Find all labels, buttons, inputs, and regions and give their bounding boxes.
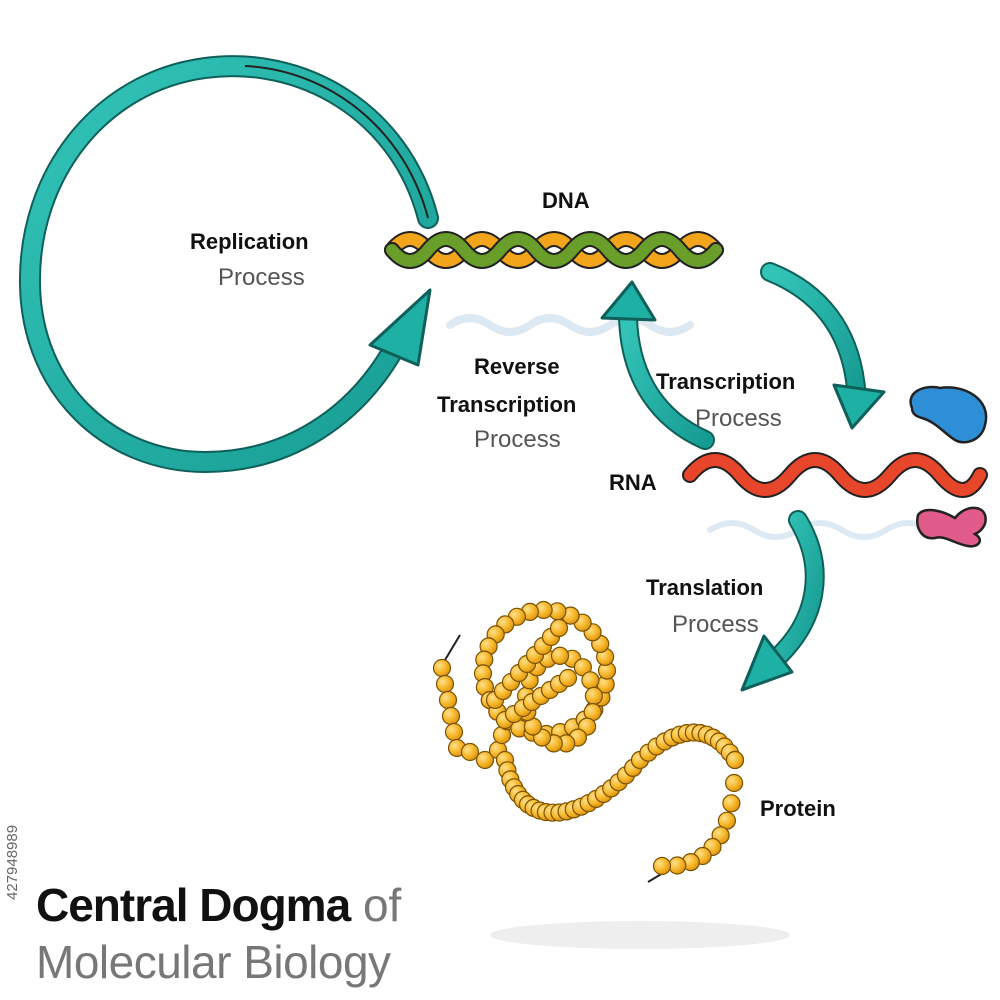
protein-bead [581, 671, 600, 690]
protein-chain-icon [432, 600, 745, 883]
protein-bead [432, 658, 452, 678]
translation-process-label: Process [672, 611, 759, 638]
ground-shadow [490, 921, 790, 949]
reverse-transcription-label-line1: Reverse [474, 354, 560, 379]
protein-bead [435, 674, 455, 694]
ribosome-small-subunit-icon [916, 506, 987, 548]
diagram-subtitle: Molecular Biology [36, 936, 391, 988]
translation-label: Translation [646, 575, 764, 600]
protein-bead [549, 618, 569, 638]
transcription-arrow [760, 262, 886, 430]
protein-bead [444, 722, 464, 742]
protein-bead [550, 646, 570, 665]
translation-arrow [740, 510, 825, 692]
protein-bead [438, 690, 458, 710]
protein-bead [722, 794, 741, 813]
protein-bead [558, 668, 578, 688]
rna-label: RNA [609, 470, 657, 495]
dna-helix-icon [384, 231, 724, 269]
replication-process-label: Process [218, 264, 305, 291]
protein-label: Protein [760, 796, 836, 821]
protein-bead [724, 773, 744, 793]
ribosome-large-subunit-icon [909, 385, 988, 444]
protein-bead [725, 750, 745, 770]
rna-strand-icon [682, 452, 988, 498]
protein-bead [475, 750, 495, 770]
reverse-transcription-arrow [600, 280, 715, 450]
title-bold: Central Dogma [36, 879, 351, 931]
reverse-transcription-process-label: Process [474, 426, 561, 453]
stock-id: 427948989 [4, 825, 21, 900]
dna-reflection [446, 314, 694, 336]
transcription-label: Transcription [656, 369, 796, 394]
dna-label: DNA [542, 188, 590, 213]
reverse-transcription-label-line2: Transcription [437, 392, 577, 417]
rna-reflection [707, 520, 933, 540]
protein-bead [668, 856, 687, 875]
transcription-process-label: Process [695, 405, 782, 432]
protein-bead [584, 686, 604, 706]
title-light: of [362, 879, 402, 931]
protein-bead [652, 856, 672, 876]
diagram-title: Central Dogma of [36, 880, 401, 931]
replication-arrow [18, 55, 439, 474]
protein-bead [441, 706, 461, 726]
replication-label: Replication [190, 229, 309, 254]
protein-bead [460, 742, 480, 762]
